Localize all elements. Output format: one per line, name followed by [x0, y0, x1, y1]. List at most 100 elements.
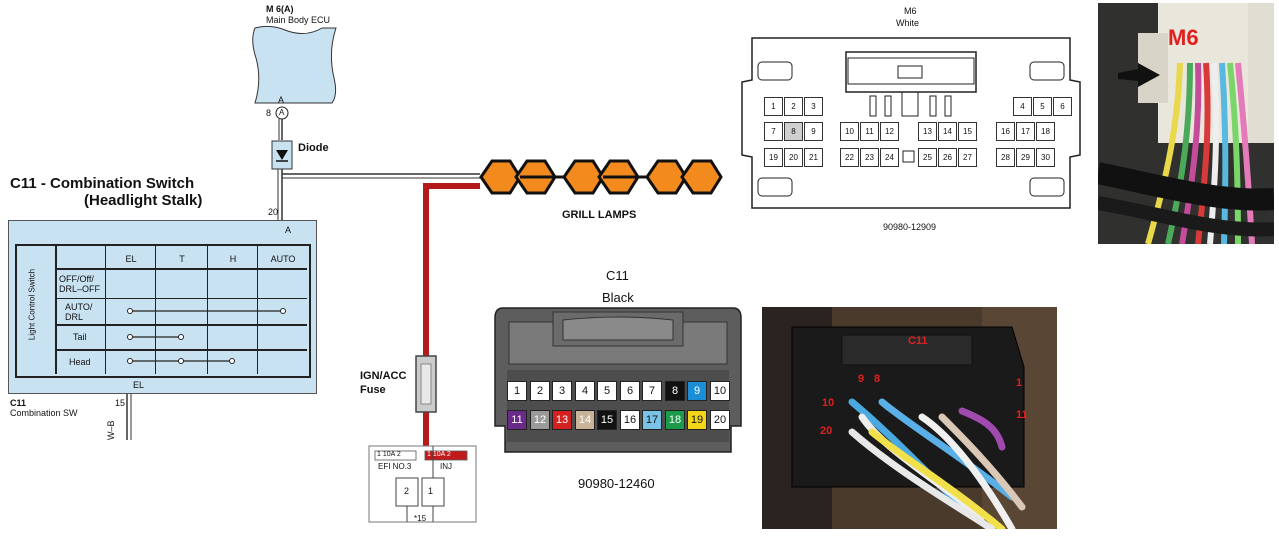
m6-pin-29: 29: [1016, 148, 1035, 167]
ecu-pin-circle-label: A: [279, 108, 285, 117]
m6-pin-5: 5: [1033, 97, 1052, 116]
c11-photo-pin-11: 11: [1016, 409, 1028, 421]
row-label-auto: AUTO/ DRL: [65, 302, 93, 322]
row-label-tail: Tail: [73, 332, 87, 342]
c11-photo-pin-8: 8: [874, 373, 881, 385]
m6-color: White: [896, 18, 920, 28]
m6-pin-24: 24: [880, 148, 899, 167]
c11-pin-10: 10: [710, 381, 730, 401]
switch-pin-a: A: [285, 225, 292, 235]
c11-pin-17: 17: [642, 410, 662, 430]
wiring-diagram: [126, 25, 480, 523]
m6-pin-8: 8: [784, 122, 803, 141]
m6-pin-13: 13: [918, 122, 937, 141]
ecu-name: Main Body ECU: [266, 15, 331, 25]
c11-photo: C11 9 8 1 10 11 20: [762, 307, 1057, 529]
fuse-block-right: 1 10A 2: [427, 451, 451, 458]
m6-pin-23: 23: [860, 148, 879, 167]
ecu-pin-letter: A: [278, 95, 285, 105]
col-header-t: T: [179, 254, 185, 264]
m6-pin-26: 26: [938, 148, 957, 167]
switch-subtitle: (Headlight Stalk): [84, 192, 203, 209]
c11-pin-13: 13: [552, 410, 572, 430]
c11-pin-7: 7: [642, 381, 662, 401]
switch-footer-code: C11: [10, 398, 27, 408]
c11-pin-15: 15: [597, 410, 617, 430]
fuse-footnote: *15: [414, 514, 427, 523]
diode-symbol: [276, 150, 288, 160]
m6-pin-2: 2: [784, 97, 803, 116]
c11-pin-9: 9: [687, 381, 707, 401]
fuse-block-left-name: EFI NO.3: [378, 462, 412, 471]
m6-pin-18: 18: [1036, 122, 1055, 141]
c11-pin-16: 16: [620, 410, 640, 430]
m6-pin-10: 10: [840, 122, 859, 141]
c11-pin-5: 5: [597, 381, 617, 401]
col-header-h: H: [229, 254, 237, 264]
m6-photo: M6: [1098, 3, 1274, 244]
c11-pin-20: 20: [710, 410, 730, 430]
switch-pin-15: 15: [115, 398, 126, 408]
light-control-table: Light Control Switch EL T H AUTO OFF/Off…: [15, 244, 311, 378]
ecu-pin-number: 8: [266, 108, 272, 118]
c11-photo-pin-10: 10: [822, 397, 835, 409]
m6-pin-9: 9: [804, 122, 823, 141]
fuse-slot-left: 2: [404, 486, 410, 496]
fuse-block-right-name: INJ: [440, 462, 452, 471]
m6-pin-22: 22: [840, 148, 859, 167]
switch-wire-color: W–B: [106, 420, 116, 440]
m6-pin-30: 30: [1036, 148, 1055, 167]
row-label-off: OFF/Off/ DRL–OFF: [59, 274, 101, 294]
m6-pin-17: 17: [1016, 122, 1035, 141]
grill-lamps-label: GRILL LAMPS: [562, 209, 637, 221]
red-power-wire: [423, 183, 480, 356]
m6-pin-11: 11: [860, 122, 879, 141]
m6-connector: [741, 37, 1081, 209]
m6-pin-12: 12: [880, 122, 899, 141]
fuse-label-2: Fuse: [360, 384, 386, 396]
m6-pin-27: 27: [958, 148, 977, 167]
switch-el-label: EL: [133, 380, 145, 390]
m6-photo-label: M6: [1168, 25, 1199, 50]
m6-pin-20: 20: [784, 148, 803, 167]
c11-pin-19: 19: [687, 410, 707, 430]
grill-lamp-6: [680, 159, 723, 195]
fuse-label-1: IGN/ACC: [360, 370, 407, 382]
row-label-head: Head: [69, 357, 91, 367]
grill-lamp-1: [479, 159, 522, 195]
m6-pin-21: 21: [804, 148, 823, 167]
m6-part-number: 90980-12909: [883, 222, 937, 232]
m6-pin-19: 19: [764, 148, 783, 167]
m6-pin-25: 25: [918, 148, 937, 167]
c11-pin-18: 18: [665, 410, 685, 430]
m6-pin-16: 16: [996, 122, 1015, 141]
c11-color: Black: [602, 290, 634, 305]
grill-lamps: [479, 159, 723, 195]
c11-pin-6: 6: [620, 381, 640, 401]
m6-pin-28: 28: [996, 148, 1015, 167]
grill-lamp-3: [562, 159, 605, 195]
c11-pin-14: 14: [575, 410, 595, 430]
switch-pin-20: 20: [268, 207, 279, 217]
fuse-block-left: 1 10A 2: [377, 451, 401, 458]
m6-title: M6: [904, 6, 917, 16]
m6-pin-4: 4: [1013, 97, 1032, 116]
m6-pin-15: 15: [958, 122, 977, 141]
m6-pin-6: 6: [1053, 97, 1072, 116]
m6-pin-1: 1: [764, 97, 783, 116]
switch-title: C11 - Combination Switch: [10, 175, 195, 192]
c11-photo-label: C11: [908, 335, 928, 347]
c11-photo-pin-20: 20: [820, 425, 833, 437]
c11-connector: [494, 307, 742, 453]
c11-pin-2: 2: [530, 381, 550, 401]
ecu-body: [252, 25, 337, 104]
c11-pin-1: 1: [507, 381, 527, 401]
c11-pin-11: 11: [507, 410, 527, 430]
ecu-code: M 6(A): [266, 4, 294, 14]
fuse-slot-right: 1: [428, 486, 434, 496]
c11-pin-3: 3: [552, 381, 572, 401]
m6-pin-3: 3: [804, 97, 823, 116]
grill-lamp-5: [645, 159, 688, 195]
switch-footer-name: Combination SW: [10, 408, 78, 418]
col-header-auto: AUTO: [270, 254, 296, 264]
